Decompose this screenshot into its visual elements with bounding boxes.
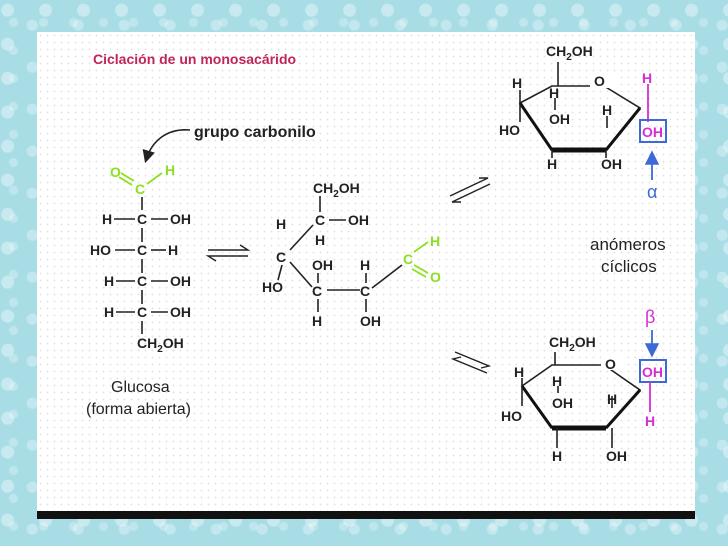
alpha-anomer: O CH2OH H HO H OH H H OH H OH α <box>499 43 667 202</box>
svg-text:HO: HO <box>90 242 111 258</box>
svg-text:C: C <box>137 211 147 227</box>
svg-text:OH: OH <box>348 212 369 228</box>
beta-symbol: β <box>645 307 655 327</box>
svg-text:OH: OH <box>549 111 570 127</box>
alpha-oh-highlight-box <box>639 119 667 143</box>
svg-text:C: C <box>276 249 286 265</box>
alpha-symbol: α <box>647 182 657 202</box>
svg-text:H: H <box>315 232 325 248</box>
svg-text:C: C <box>315 212 325 228</box>
glucose-folded-intermediate: CH2OH C OH H H C HO OH C H H C OH C H O <box>262 180 441 329</box>
svg-text:H: H <box>168 242 178 258</box>
svg-text:C: C <box>137 273 147 289</box>
svg-text:OH: OH <box>312 257 333 273</box>
beta-ch2oh: CH2OH <box>549 334 596 354</box>
svg-text:O: O <box>594 73 605 89</box>
intermediate-carbonyl-oxygen: O <box>430 269 441 285</box>
svg-text:H: H <box>607 391 617 407</box>
svg-text:HO: HO <box>262 279 283 295</box>
glucose-open-chain: grupo carbonilo O C H H C OH HO C H H C … <box>86 124 316 418</box>
carbonyl-group-label: grupo carbonilo <box>194 124 316 141</box>
alpha-anomeric-h: H <box>642 70 652 86</box>
alpha-anomeric-oh: OH <box>642 124 663 140</box>
ch2oh-group: CH2OH <box>137 335 184 355</box>
svg-text:OH: OH <box>552 395 573 411</box>
svg-text:OH: OH <box>170 273 191 289</box>
beta-anomeric-oh: OH <box>642 364 663 380</box>
equilibrium-arrow-beta <box>450 351 492 374</box>
beta-anomer: β O CH2OH H HO H OH H H OH OH H <box>501 307 667 464</box>
svg-text:C: C <box>137 242 147 258</box>
slide-bottom-bar <box>37 511 695 519</box>
svg-text:H: H <box>104 273 114 289</box>
svg-text:HO: HO <box>499 122 520 138</box>
cyclic-label: cíclicos <box>601 257 657 276</box>
svg-text:H: H <box>547 156 557 172</box>
svg-text:C: C <box>137 304 147 320</box>
svg-text:H: H <box>602 102 612 118</box>
svg-text:C: C <box>360 283 370 299</box>
svg-text:OH: OH <box>170 211 191 227</box>
carbonyl-pointer-arrow <box>142 129 191 164</box>
svg-text:OH: OH <box>360 313 381 329</box>
glucose-caption: Glucosa <box>111 379 170 396</box>
svg-text:CH2OH: CH2OH <box>313 180 360 200</box>
alpha-ch2oh: CH2OH <box>546 43 593 63</box>
beta-anomeric-h: H <box>645 413 655 429</box>
svg-text:H: H <box>360 257 370 273</box>
svg-text:OH: OH <box>606 448 627 464</box>
anomers-label: anómeros <box>590 235 666 254</box>
svg-text:H: H <box>312 313 322 329</box>
carbonyl-hydrogen: H <box>165 162 175 178</box>
beta-oh-highlight-box <box>639 359 667 383</box>
svg-text:HO: HO <box>501 408 522 424</box>
carbonyl-carbon: C <box>135 181 145 197</box>
svg-text:H: H <box>512 75 522 91</box>
svg-text:H: H <box>514 364 524 380</box>
svg-text:H: H <box>552 448 562 464</box>
svg-text:OH: OH <box>170 304 191 320</box>
equilibrium-arrow-alpha <box>449 177 491 203</box>
carbonyl-oxygen: O <box>110 164 121 180</box>
svg-text:C: C <box>312 283 322 299</box>
svg-text:H: H <box>276 216 286 232</box>
svg-text:O: O <box>605 356 616 372</box>
svg-text:H: H <box>104 304 114 320</box>
svg-text:H: H <box>102 211 112 227</box>
slide-title: Ciclación de un monosacárido <box>93 51 296 67</box>
svg-text:H: H <box>549 85 559 101</box>
equilibrium-arrow-1 <box>205 244 251 262</box>
svg-text:H: H <box>552 373 562 389</box>
intermediate-carbonyl-carbon: C <box>403 251 413 267</box>
svg-text:H: H <box>430 233 440 249</box>
open-form-caption: (forma abierta) <box>86 401 191 418</box>
svg-text:OH: OH <box>601 156 622 172</box>
